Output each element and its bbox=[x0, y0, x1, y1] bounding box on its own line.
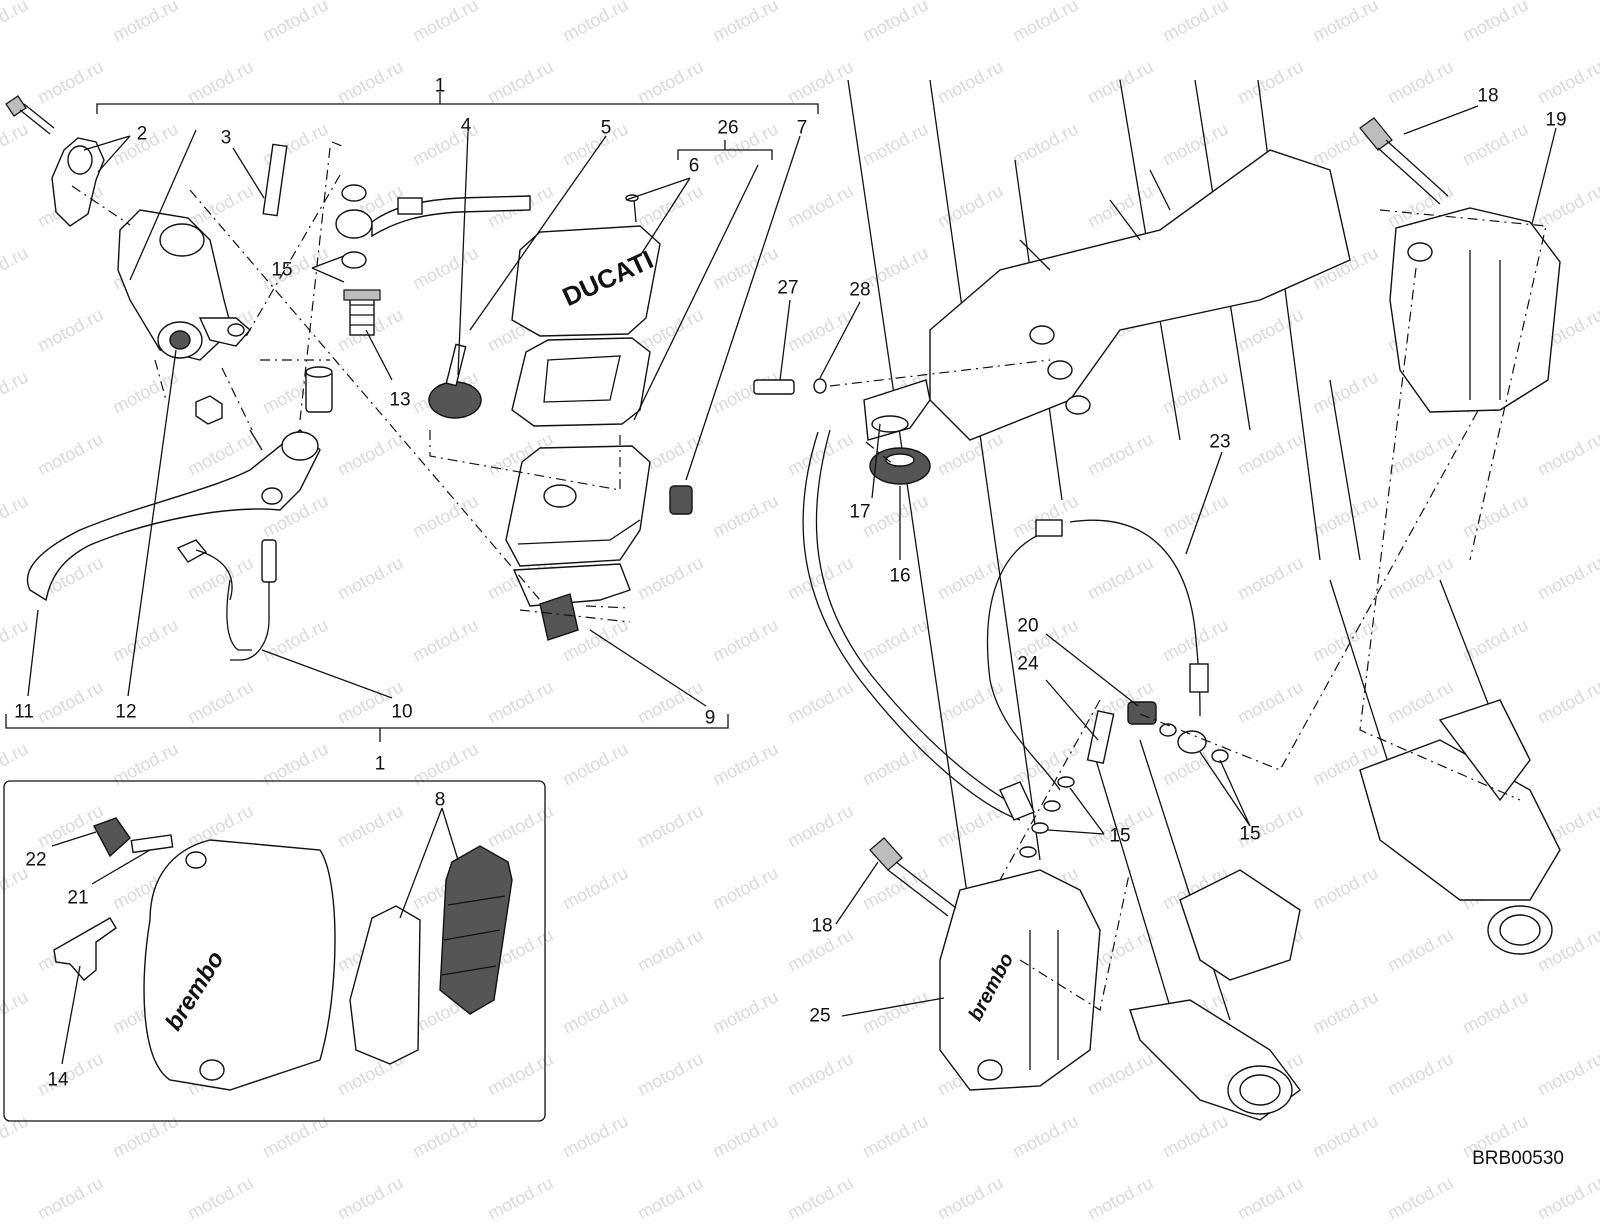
callout-11: 11 bbox=[14, 701, 34, 723]
assembly-lines-left bbox=[71, 141, 631, 623]
callout-4: 4 bbox=[460, 115, 472, 137]
callout-17: 17 bbox=[849, 501, 871, 523]
callout-9: 9 bbox=[704, 707, 716, 729]
callout-22: 22 bbox=[25, 849, 47, 871]
caliper-banjo-parts bbox=[999, 279, 1551, 881]
clamp-bolt bbox=[5, 95, 55, 135]
callout-1-bottom: 1 bbox=[374, 753, 386, 775]
reservoir: DUCATI bbox=[428, 194, 693, 641]
bracket-26 bbox=[677, 140, 773, 160]
front-fork bbox=[847, 79, 1561, 1121]
caliper-detail-inset bbox=[3, 780, 546, 1122]
callout-13: 13 bbox=[389, 389, 411, 411]
callout-14: 14 bbox=[47, 1069, 69, 1091]
leader-lines-right bbox=[779, 105, 1557, 1017]
callout-21: 21 bbox=[67, 887, 89, 909]
callout-16: 16 bbox=[889, 565, 911, 587]
callout-18-top: 18 bbox=[1477, 85, 1499, 107]
callout-1-top: 1 bbox=[434, 75, 446, 97]
callout-15-right: 15 bbox=[1239, 823, 1261, 845]
callout-15-left: 15 bbox=[271, 259, 293, 281]
assembly-bracket-bottom bbox=[5, 714, 729, 742]
inset-parts: brembo bbox=[51, 807, 513, 1091]
caliper-upper-right bbox=[1359, 117, 1561, 801]
callout-10: 10 bbox=[391, 701, 413, 723]
callout-28: 28 bbox=[849, 279, 871, 301]
drawing-code: BRB00530 bbox=[1472, 1148, 1564, 1169]
banjo-fitting bbox=[335, 184, 531, 336]
callout-18-bottom: 18 bbox=[811, 915, 833, 937]
caliper-lower: brembo bbox=[869, 837, 1131, 1091]
callout-3: 3 bbox=[220, 127, 232, 149]
callout-15-mid: 15 bbox=[1109, 825, 1131, 847]
master-cylinder bbox=[5, 95, 333, 661]
callout-6: 6 bbox=[688, 155, 700, 177]
callout-7: 7 bbox=[796, 117, 808, 139]
callout-20: 20 bbox=[1017, 615, 1039, 637]
callout-26: 26 bbox=[717, 117, 739, 139]
callout-25: 25 bbox=[809, 1005, 831, 1027]
callout-24: 24 bbox=[1017, 653, 1039, 675]
brake-hoses bbox=[802, 429, 1209, 821]
callout-27: 27 bbox=[777, 277, 799, 299]
callout-2: 2 bbox=[136, 123, 148, 145]
callout-23: 23 bbox=[1209, 431, 1231, 453]
callout-19: 19 bbox=[1545, 109, 1567, 131]
assembly-bracket-top bbox=[96, 92, 819, 114]
callout-12: 12 bbox=[115, 701, 137, 723]
leader-lines bbox=[27, 129, 801, 707]
callout-5: 5 bbox=[600, 117, 612, 139]
callout-8: 8 bbox=[434, 789, 446, 811]
